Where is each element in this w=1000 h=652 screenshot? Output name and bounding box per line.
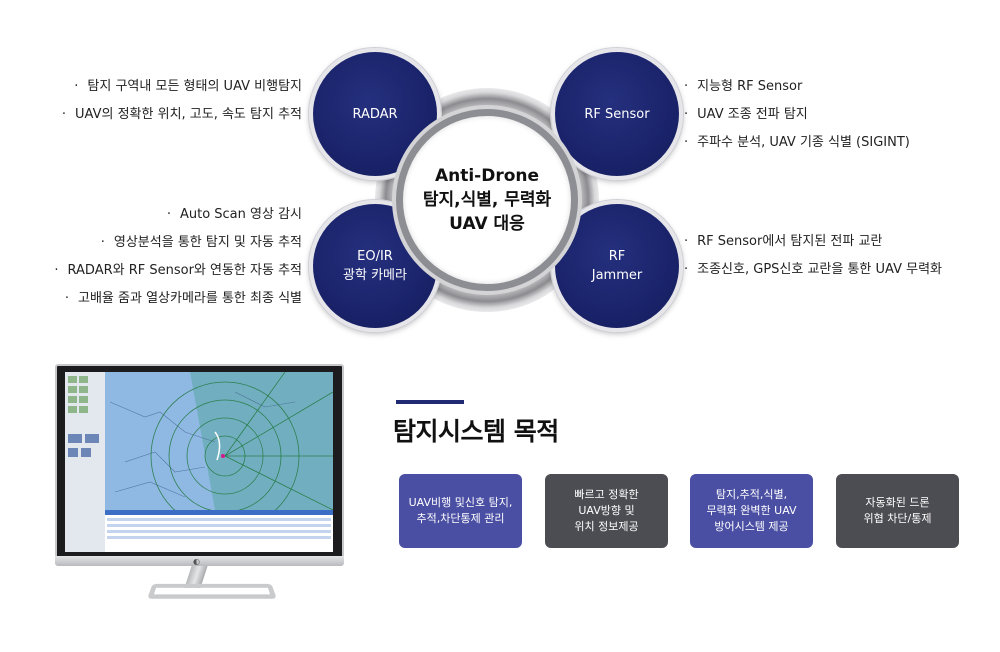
- radar-software-screenshot: [65, 372, 333, 552]
- rf-sensor-feature-list: ·지능형 RF Sensor ·UAV 조종 전파 탐지 ·주파수 분석, UA…: [684, 73, 910, 157]
- list-item: ·탐지 구역내 모든 형태의 UAV 비행탐지: [74, 79, 302, 94]
- anti-drone-center-circle: Anti-Drone 탐지,식별, 무력화 UAV 대응: [396, 109, 578, 291]
- purpose-card-2: 빠르고 정확한 UAV방향 및 위치 정보제공: [545, 474, 668, 548]
- purpose-card-4: 자동화된 드론 위협 차단/통제: [836, 474, 959, 548]
- list-item: ·고배율 줌과 열상카메라를 통한 최종 식별: [64, 291, 302, 306]
- list-item: ·UAV의 정확한 위치, 고도, 속도 탐지 추적: [61, 107, 302, 122]
- list-item: ·지능형 RF Sensor: [684, 79, 803, 94]
- purpose-card-3: 탐지,추적,식별, 무력화 완벽한 UAV 방어시스템 제공: [690, 474, 813, 548]
- section-title: 탐지시스템 목적: [393, 417, 559, 446]
- center-subtitle: 탐지,식별, 무력화: [422, 190, 552, 210]
- purpose-card-1: UAV비행 및신호 탐지, 추적,차단통제 관리: [399, 474, 522, 548]
- monitor-stand-base: [147, 583, 277, 599]
- rf-sensor-node: RF Sensor: [551, 48, 683, 180]
- list-item: ·UAV 조종 전파 탐지: [684, 107, 808, 122]
- radar-map-graphic: [65, 372, 333, 552]
- rf-jammer-feature-list: ·RF Sensor에서 탐지된 전파 교란 ·조종신호, GPS신호 교란을 …: [684, 228, 942, 284]
- list-item: ·RF Sensor에서 탐지된 전파 교란: [684, 234, 883, 249]
- section-accent-bar: [396, 400, 464, 404]
- monitor-bezel-bottom: [55, 556, 344, 566]
- center-caption: UAV 대응: [449, 214, 525, 234]
- monitor-logo-icon: ◐: [193, 557, 200, 566]
- list-item: ·주파수 분석, UAV 기종 식별 (SIGINT): [684, 135, 910, 150]
- list-item: ·RADAR와 RF Sensor와 연동한 자동 추적: [54, 263, 302, 278]
- list-item: ·조종신호, GPS신호 교란을 통한 UAV 무력화: [684, 262, 943, 277]
- radar-feature-list: ·탐지 구역내 모든 형태의 UAV 비행탐지 ·UAV의 정확한 위치, 고도…: [62, 73, 302, 129]
- eoir-feature-list: ·Auto Scan 영상 감시 ·영상분석을 통한 탐지 및 자동 추적 ·R…: [54, 201, 302, 313]
- center-title: Anti-Drone: [434, 166, 540, 186]
- list-item: ·영상분석을 통한 탐지 및 자동 추적: [100, 235, 302, 250]
- monitor-illustration: [55, 364, 344, 561]
- list-item: ·Auto Scan 영상 감시: [166, 207, 302, 222]
